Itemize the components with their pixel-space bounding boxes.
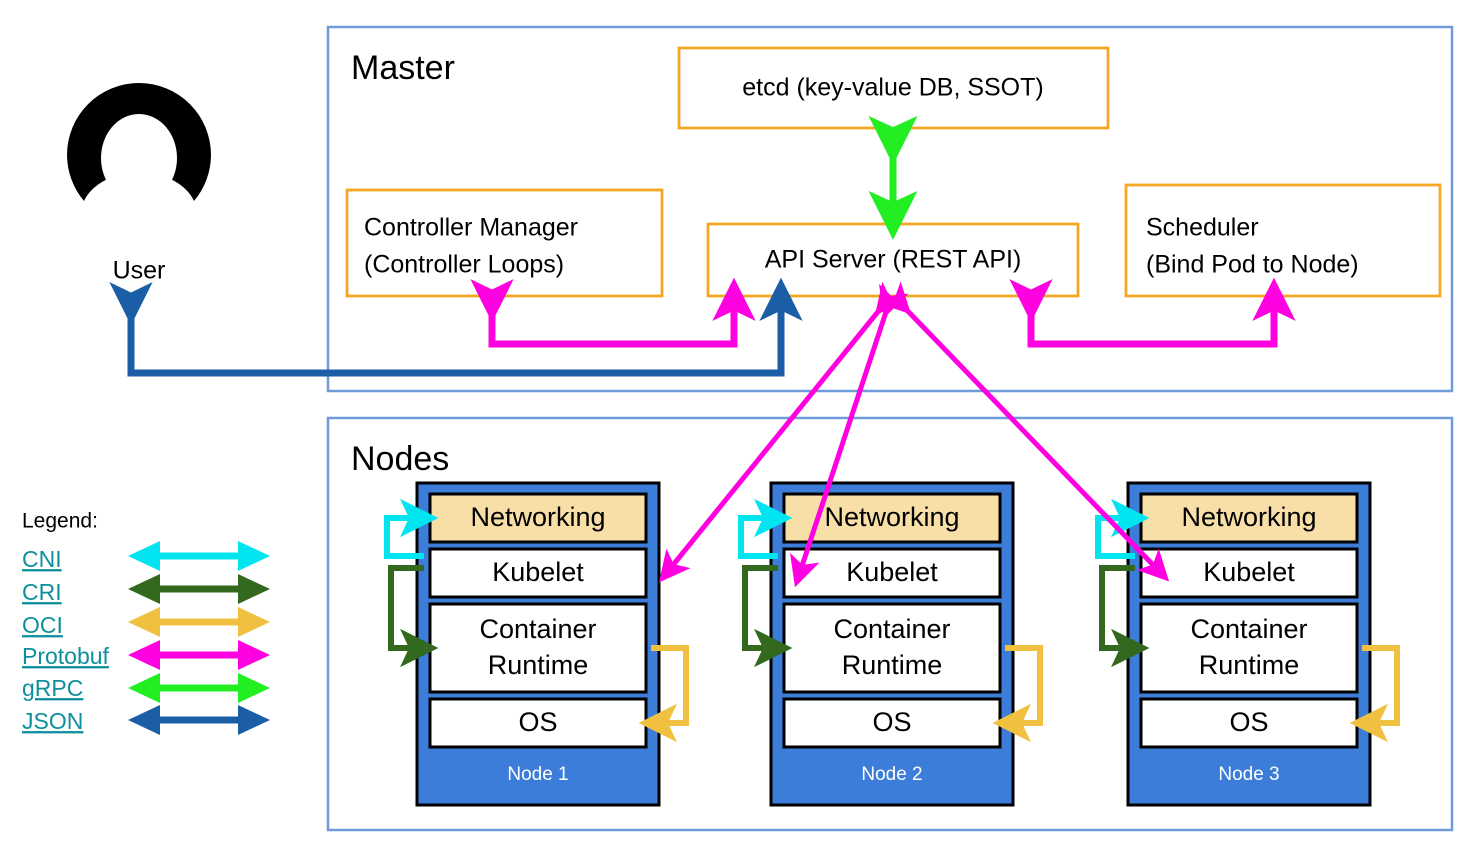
node-3[interactable]: Networking Kubelet Container Runtime OS … — [1126, 481, 1372, 807]
nodes-group-title: Nodes — [351, 440, 449, 478]
node-2-networking-label: Networking — [824, 502, 959, 532]
master-group-title: Master — [351, 49, 455, 87]
etcd-label: etcd (key-value DB, SSOT) — [742, 74, 1043, 102]
connector-protobuf-apiserver-node-3 — [878, 281, 1170, 582]
node-3-networking-box[interactable] — [1139, 492, 1359, 544]
legend-arrow-cni — [128, 541, 270, 571]
node-2-name: Node 2 — [861, 764, 922, 785]
node-1-kubelet-label: Kubelet — [492, 557, 584, 587]
node-2-container-runtime-label-line1: Container — [833, 614, 950, 644]
node-1-name: Node 1 — [507, 764, 568, 785]
node-1-networking-label: Networking — [470, 502, 605, 532]
node-1-networking-box[interactable] — [428, 492, 648, 544]
node-1[interactable]: Networking Kubelet Container Runtime OS … — [415, 481, 661, 807]
controller-manager-label-line1: Controller Manager — [364, 214, 578, 242]
scheduler-label-line2: (Bind Pod to Node) — [1146, 251, 1359, 279]
node-1-container-runtime-label-line1: Container — [479, 614, 596, 644]
node-1-os-label: OS — [518, 707, 557, 737]
legend-arrow-oci — [128, 607, 270, 637]
legend-item-cni-label[interactable]: CNI — [22, 546, 62, 572]
legend-title: Legend: — [22, 510, 98, 533]
node-1-os-box[interactable] — [428, 697, 648, 749]
api-server-label: API Server (REST API) — [765, 246, 1022, 274]
connector-cri-node-1 — [388, 565, 439, 668]
connector-protobuf-controller-apiserver — [470, 277, 756, 348]
legend: Legend: CNI CRI OCI Protobuf gRPC — [22, 510, 270, 735]
connector-oci-node-1 — [638, 645, 689, 743]
node-2-kubelet-label: Kubelet — [846, 557, 938, 587]
controller-manager-label-line2: (Controller Loops) — [364, 251, 564, 279]
user-head-cutout — [101, 114, 177, 202]
connector-cni-node-1 — [384, 498, 439, 559]
node-3-os-label: OS — [1229, 707, 1268, 737]
legend-item-oci-label[interactable]: OCI — [22, 612, 63, 638]
user-label: User — [113, 257, 166, 285]
legend-arrow-json — [128, 705, 270, 735]
legend-item-cri-label[interactable]: CRI — [22, 579, 62, 605]
node-1-kubelet-box[interactable] — [428, 547, 648, 599]
legend-item-protobuf-label[interactable]: Protobuf — [22, 643, 110, 669]
connector-oci-node-2 — [992, 645, 1043, 743]
connector-protobuf-apiserver-node-2 — [789, 283, 909, 588]
node-1-container-runtime-box[interactable] — [428, 602, 648, 694]
node-3-os-box[interactable] — [1139, 697, 1359, 749]
node-3-networking-label: Networking — [1181, 502, 1316, 532]
legend-arrow-grpc — [128, 673, 270, 703]
controller-manager-box[interactable] — [345, 188, 664, 298]
node-2-container-runtime-box[interactable] — [782, 602, 1002, 694]
node-3-name: Node 3 — [1218, 764, 1279, 785]
node-2-container-runtime-label-line2: Runtime — [842, 650, 943, 680]
connector-oci-node-3 — [1349, 645, 1400, 743]
node-3-kubelet-label: Kubelet — [1203, 557, 1295, 587]
node-2[interactable]: Networking Kubelet Container Runtime OS … — [769, 481, 1015, 807]
scheduler-label-line1: Scheduler — [1146, 214, 1259, 242]
node-3-container-runtime-label-line2: Runtime — [1199, 650, 1300, 680]
node-1-container-runtime-label-line2: Runtime — [488, 650, 589, 680]
legend-arrow-cri — [128, 574, 270, 604]
node-3-kubelet-box[interactable] — [1139, 547, 1359, 599]
connector-protobuf-scheduler-apiserver — [1009, 277, 1296, 348]
node-2-os-label: OS — [872, 707, 911, 737]
legend-item-json-label[interactable]: JSON — [22, 708, 83, 734]
node-3-container-runtime-label-line1: Container — [1190, 614, 1307, 644]
legend-item-grpc-label[interactable]: gRPC — [22, 675, 83, 701]
scheduler-box[interactable] — [1124, 183, 1442, 298]
user-figure: User — [67, 83, 211, 285]
node-3-container-runtime-box[interactable] — [1139, 602, 1359, 694]
connector-json-user-apiserver — [109, 277, 803, 377]
etcd-box[interactable] — [677, 46, 1110, 130]
legend-arrow-protobuf — [128, 640, 270, 670]
